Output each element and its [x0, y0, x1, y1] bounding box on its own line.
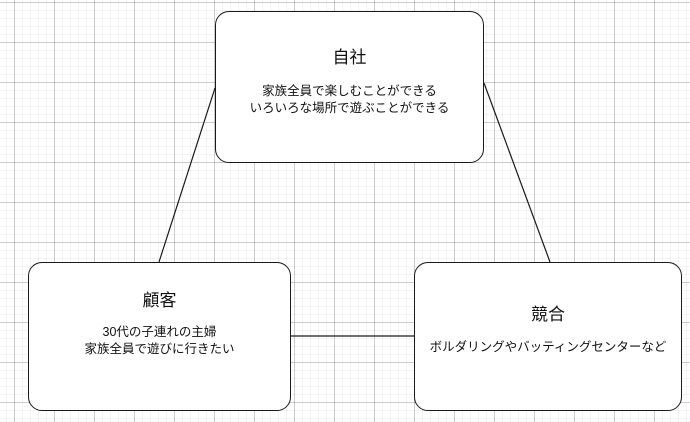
- node-customer-title: 顧客: [142, 291, 177, 310]
- node-competitor-title: 競合: [531, 305, 565, 324]
- node-company[interactable]: 自社 家族全員で楽しむことができる いろいろな場所で遊ぶことができる: [215, 11, 484, 163]
- node-company-body: 家族全員で楽しむことができる いろいろな場所で遊ぶことができる: [249, 84, 450, 115]
- node-competitor-body: ボルダリングやバッティングセンターなど: [429, 340, 667, 354]
- node-company-title: 自社: [332, 48, 367, 67]
- connector-company-competitor[interactable]: [483, 82, 551, 263]
- node-competitor[interactable]: 競合 ボルダリングやバッティングセンターなど: [414, 262, 682, 411]
- node-customer[interactable]: 顧客 30代の子連れの主婦 家族全員で遊びに行きたい: [28, 262, 291, 411]
- node-customer-body: 30代の子連れの主婦 家族全員で遊びに行きたい: [84, 325, 235, 356]
- connector-company-customer[interactable]: [158, 87, 216, 263]
